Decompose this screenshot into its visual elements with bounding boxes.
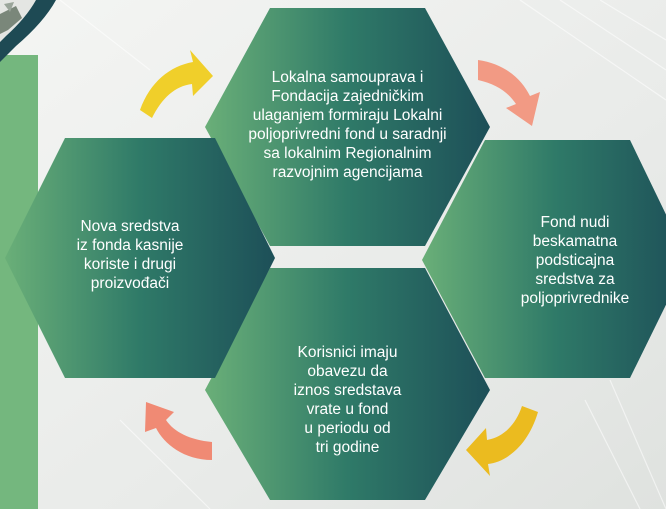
- step-bottom-line: iznos sredstava: [293, 382, 402, 399]
- hex-step-right: [422, 140, 666, 378]
- step-left-line: koriste i drugi: [83, 256, 177, 273]
- step-left-line: iz fonda kasnije: [76, 237, 184, 254]
- step-bottom-line: tri godine: [315, 439, 380, 456]
- hex-step-bottom: [205, 268, 490, 500]
- step-bottom-line: Korisnici imaju: [297, 344, 398, 361]
- step-bottom-line: u periodu od: [304, 420, 391, 437]
- arrow-bottom-right-icon: [466, 406, 538, 476]
- step-right-line: podsticajna: [535, 251, 615, 269]
- arrow-top-left-icon: [140, 50, 213, 118]
- step-right-text: Fond nudi beskamatna podsticajna sredstv…: [495, 210, 655, 310]
- step-left-line: Nova sredstva: [80, 218, 180, 235]
- step-right-line: beskamatna: [532, 232, 618, 250]
- step-bottom-text: Korisnici imaju obavezu da iznos sredsta…: [260, 340, 435, 460]
- step-top-line: Lokalna samouprava i: [271, 69, 424, 86]
- step-top-text: Lokalna samouprava i Fondacija zajedničk…: [215, 60, 480, 190]
- step-right-line: Fond nudi: [540, 213, 610, 231]
- arrow-bottom-left-icon: [145, 402, 212, 460]
- step-left-line: proizvođači: [90, 275, 170, 292]
- step-bottom-line: vrate u fond: [306, 401, 389, 418]
- background-pattern: [59, 0, 666, 509]
- step-top-line: sa lokalnim Regionalnim: [263, 145, 432, 162]
- arrow-top-right-icon: [478, 60, 540, 126]
- step-bottom-line: obavezu da: [307, 363, 388, 380]
- step-left-text: Nova sredstva iz fonda kasnije koriste i…: [45, 212, 215, 298]
- hex-step-left: [5, 138, 275, 378]
- step-top-line: razvojnim agencijama: [272, 164, 423, 181]
- step-right-line: poljoprivrednike: [520, 289, 630, 307]
- step-top-line: Fondacija zajedničkim: [271, 88, 424, 105]
- step-top-line: ulaganjem formiraju Lokalni: [252, 107, 443, 124]
- step-right-line: sredstva za: [535, 270, 615, 288]
- corner-photo: [0, 0, 56, 62]
- hex-step-top: [205, 8, 490, 246]
- step-top-line: poljoprivredni fond u saradnji: [248, 126, 447, 143]
